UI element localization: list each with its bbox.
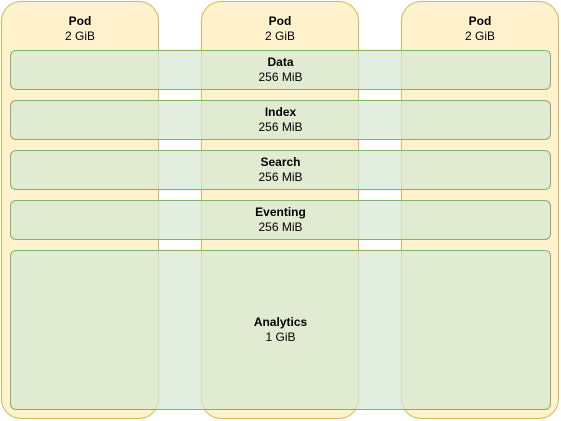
service-data-name: Data xyxy=(267,55,294,69)
service-index-size: 256 MiB xyxy=(258,120,303,134)
pod-1-size: 2 GiB xyxy=(64,29,95,43)
service-eventing-name: Eventing xyxy=(255,205,306,219)
pod-3-size: 2 GiB xyxy=(464,29,495,43)
service-analytics-name: Analytics xyxy=(253,315,308,329)
service-eventing-size: 256 MiB xyxy=(258,220,303,234)
service-index: Index 256 MiB xyxy=(10,100,551,140)
service-eventing: Eventing 256 MiB xyxy=(10,200,551,240)
service-index-name: Index xyxy=(264,105,297,119)
pod-3-title: Pod xyxy=(468,14,492,28)
service-data-size: 256 MiB xyxy=(258,70,303,84)
service-analytics: Analytics 1 GiB xyxy=(10,250,551,410)
pod-1-title: Pod xyxy=(68,14,92,28)
service-search-size: 256 MiB xyxy=(258,170,303,184)
service-search-name: Search xyxy=(260,155,301,169)
pod-2-size: 2 GiB xyxy=(264,29,295,43)
pod-2-title: Pod xyxy=(268,14,292,28)
service-data: Data 256 MiB xyxy=(10,50,551,90)
service-analytics-size: 1 GiB xyxy=(265,330,296,344)
service-search: Search 256 MiB xyxy=(10,150,551,190)
